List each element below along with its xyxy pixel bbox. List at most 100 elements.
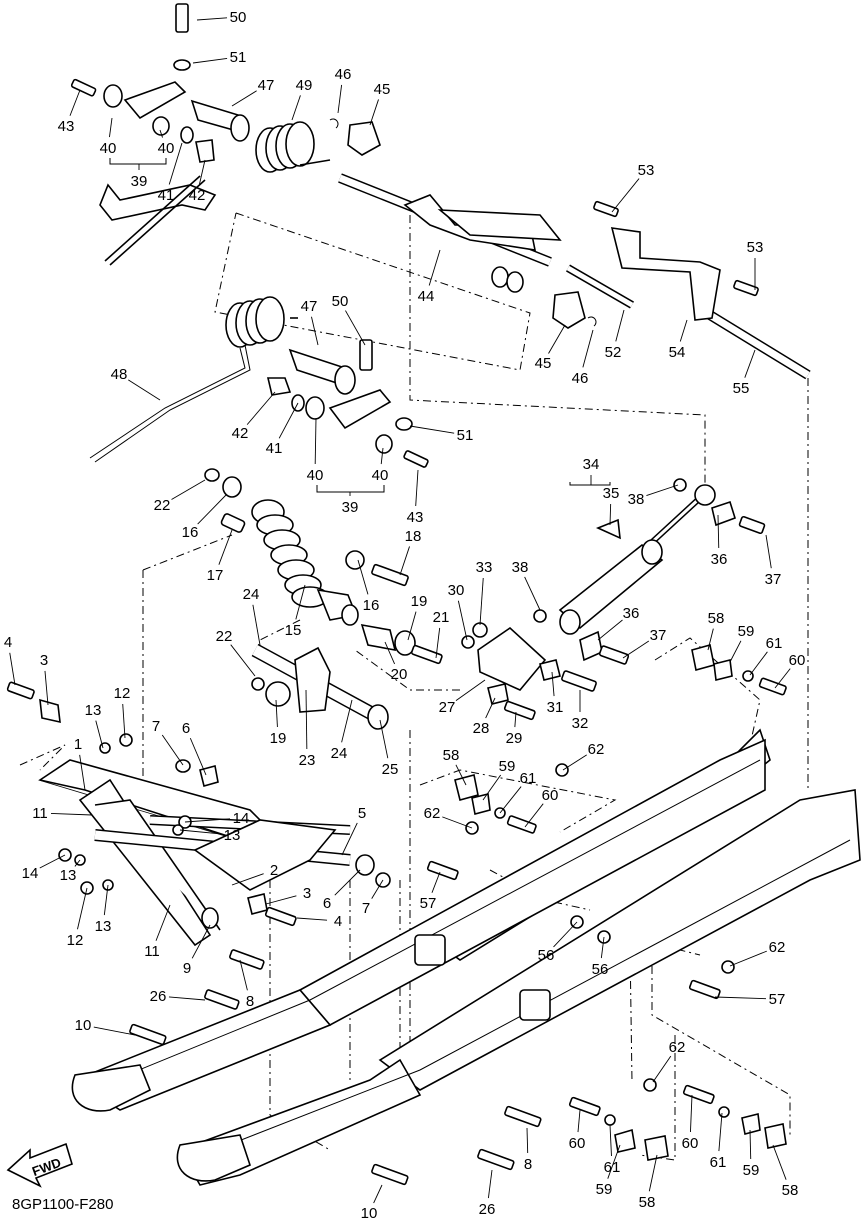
- callout-number: 39: [131, 173, 148, 190]
- leader-line: [749, 1129, 752, 1160]
- bracket-54-icon: [610, 227, 721, 321]
- callout-57: 57: [420, 871, 441, 912]
- leader-line: [729, 640, 742, 663]
- callout-39: 39: [131, 164, 148, 190]
- leader-line: [551, 671, 555, 697]
- callout-19: 19: [270, 699, 286, 747]
- leader-line: [199, 159, 206, 185]
- leader-line: [485, 697, 496, 719]
- callout-46: 46: [572, 329, 594, 387]
- leader-line: [341, 699, 353, 743]
- callout-61: 61: [710, 1112, 727, 1171]
- leader-line: [109, 117, 113, 138]
- leader-line: [524, 576, 541, 611]
- callout-number: 33: [476, 559, 493, 576]
- callout-62: 62: [729, 939, 785, 967]
- callout-number: 54: [669, 344, 686, 361]
- leader-line: [455, 764, 467, 786]
- callout-number: 23: [299, 752, 316, 769]
- leader-line: [231, 90, 257, 107]
- callout-55: 55: [733, 349, 756, 397]
- leader-line: [345, 310, 366, 346]
- callout-25: 25: [379, 719, 399, 778]
- callout-56: 56: [538, 921, 578, 964]
- leader-line: [749, 651, 768, 676]
- leader-line: [196, 17, 228, 21]
- leader-line: [373, 1184, 383, 1204]
- leader-line: [369, 99, 379, 126]
- callout-50: 50: [196, 9, 246, 26]
- callout-1: 1: [74, 736, 86, 791]
- callout-60: 60: [524, 787, 558, 828]
- callout-22: 22: [154, 479, 206, 514]
- leader-line: [218, 529, 233, 565]
- callout-number: 18: [405, 528, 422, 545]
- callout-number: 56: [592, 961, 609, 978]
- leader-line: [93, 1026, 136, 1036]
- callout-23: 23: [299, 689, 316, 769]
- callout-number: 62: [669, 1039, 686, 1056]
- callout-number: 1: [74, 736, 82, 753]
- leader-line: [291, 95, 301, 121]
- bracket-27-icon: [477, 626, 547, 691]
- callout-number: 58: [708, 610, 725, 627]
- callout-33: 33: [476, 559, 493, 626]
- leader-line: [611, 178, 640, 213]
- callout-20: 20: [384, 641, 407, 683]
- callout-62: 62: [652, 1039, 686, 1083]
- leader-line: [311, 316, 319, 346]
- callout-number: 12: [114, 685, 131, 702]
- callout-number: 5: [358, 805, 366, 822]
- callout-number: 61: [520, 770, 537, 787]
- callout-number: 7: [152, 718, 160, 735]
- callout-6: 6: [323, 869, 361, 912]
- block-45-icon: [347, 121, 381, 156]
- callout-number: 10: [75, 1017, 92, 1034]
- callout-49: 49: [291, 77, 312, 121]
- callout-number: 3: [303, 885, 311, 902]
- callout-57: 57: [714, 991, 785, 1008]
- leader-line: [192, 58, 228, 64]
- callout-number: 10: [361, 1205, 378, 1222]
- callout-60: 60: [774, 652, 805, 689]
- callout-10: 10: [361, 1184, 383, 1222]
- callout-42: 42: [232, 391, 276, 442]
- leader-line: [442, 816, 473, 829]
- slide-rail-left-icon: [71, 738, 766, 1112]
- leader-line: [159, 129, 163, 138]
- callout-number: 37: [650, 627, 667, 644]
- leader-line: [305, 689, 308, 750]
- callout-number: 22: [154, 497, 171, 514]
- callout-number: 61: [710, 1154, 727, 1171]
- leader-line: [431, 871, 441, 893]
- callout-40: 40: [100, 117, 117, 157]
- leader-line: [562, 754, 587, 771]
- callout-number: 40: [100, 140, 117, 157]
- leader-line: [314, 417, 317, 465]
- leader-line: [415, 469, 419, 507]
- callout-12: 12: [114, 685, 131, 739]
- callout-21: 21: [433, 609, 449, 659]
- callout-number: 25: [382, 761, 399, 778]
- leader-line: [548, 324, 566, 354]
- leader-line: [44, 670, 49, 706]
- callout-10: 10: [75, 1017, 136, 1036]
- callout-number: 3: [40, 652, 48, 669]
- callout-42: 42: [189, 159, 206, 204]
- callout-26: 26: [150, 988, 206, 1005]
- leader-line: [69, 89, 81, 116]
- callout-59: 59: [729, 623, 754, 663]
- callout-number: 59: [743, 1162, 760, 1179]
- leader-line: [230, 644, 256, 677]
- callout-3: 3: [40, 652, 49, 706]
- bolt-50b-icon: [359, 339, 373, 371]
- callout-number: 59: [499, 758, 516, 775]
- shock-34-icon: [558, 484, 716, 635]
- callout-58: 58: [707, 610, 725, 651]
- leader-line: [9, 652, 16, 686]
- callout-number: 35: [603, 485, 620, 502]
- leader-line: [714, 996, 767, 1000]
- callout-24: 24: [243, 586, 261, 646]
- front-arm-upper: [99, 175, 217, 266]
